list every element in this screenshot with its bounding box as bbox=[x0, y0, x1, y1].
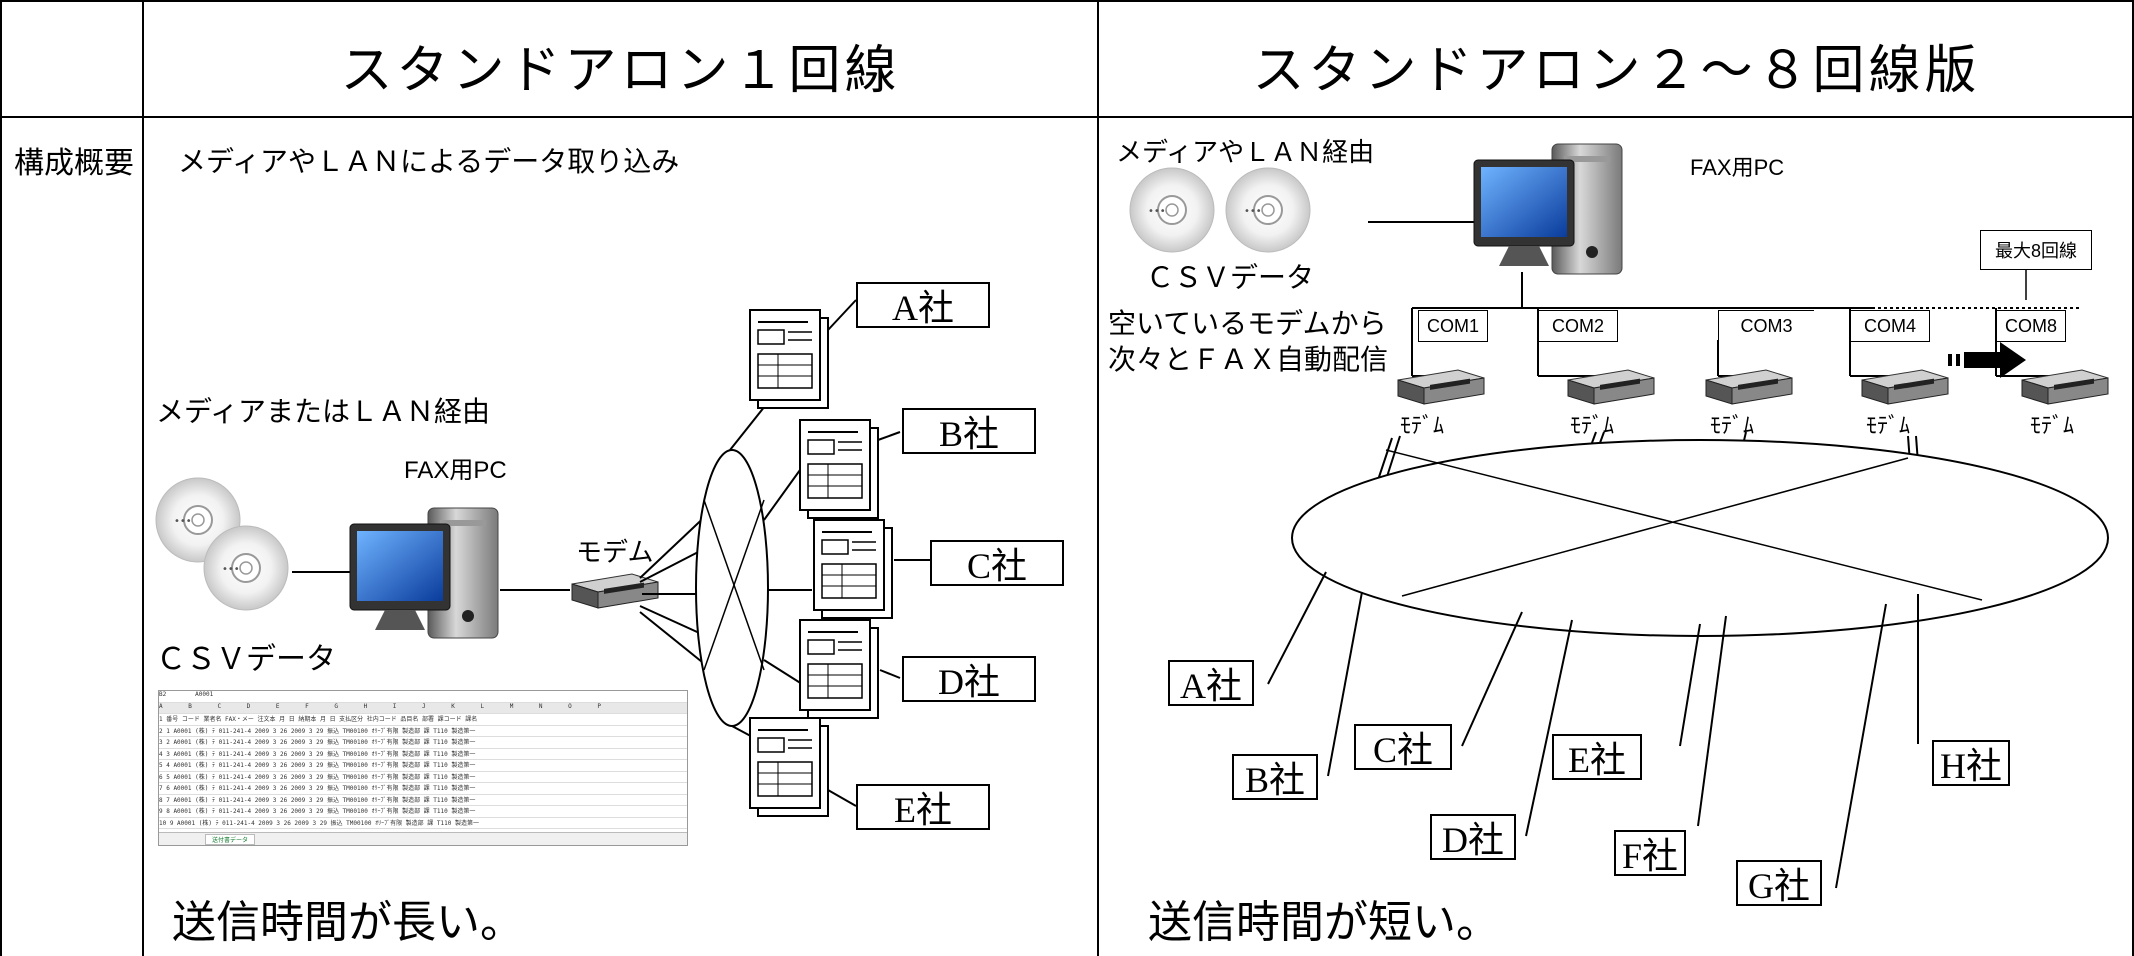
left-pc-label: FAX用PC bbox=[404, 457, 507, 484]
right-pc-label: FAX用PC bbox=[1690, 155, 1785, 180]
right-title: スタンドアロン２～８回線版 bbox=[1252, 41, 1981, 101]
right-note-line2: 次々とＦＡＸ自動配信 bbox=[1108, 343, 1389, 376]
port-com8: COM8 bbox=[1996, 310, 2066, 342]
csv-spreadsheet-thumbnail: B2 A0001 A B C D E F G H I J K L M N O P… bbox=[158, 690, 688, 846]
right-company-f: F社 bbox=[1614, 830, 1686, 876]
left-subtitle: メディアやＬＡＮによるデータ取り込み bbox=[178, 145, 680, 178]
sheet-data-row: 8 7 A0001 (株) ﾃ 011-241-4 2009 3 26 2009… bbox=[159, 795, 687, 806]
left-conclusion: 送信時間が長い。 bbox=[172, 897, 524, 948]
column-divider-1 bbox=[142, 0, 144, 956]
left-company-e: E社 bbox=[856, 784, 990, 830]
row-label: 構成概要 bbox=[14, 146, 134, 181]
right-company-e: E社 bbox=[1552, 734, 1642, 780]
left-media-label: メディアまたはＬＡＮ経由 bbox=[156, 395, 491, 428]
header-divider bbox=[0, 116, 2134, 118]
modem-label-3: ﾓﾃﾞﾑ bbox=[1710, 414, 1755, 439]
sheet-data-row: 5 4 A0001 (株) ﾃ 011-241-4 2009 3 26 2009… bbox=[159, 760, 687, 772]
right-note-line1: 空いているモデムから bbox=[1108, 307, 1387, 340]
port-com4: COM4 bbox=[1850, 310, 1930, 342]
right-company-b: B社 bbox=[1232, 754, 1318, 800]
left-title: スタンドアロン１回線 bbox=[340, 41, 901, 101]
right-company-a: A社 bbox=[1168, 660, 1254, 706]
max-lines-callout: 最大8回線 bbox=[1980, 230, 2092, 270]
right-conclusion: 送信時間が短い。 bbox=[1148, 897, 1500, 948]
left-company-c: C社 bbox=[930, 540, 1064, 586]
left-modem-label: モデム bbox=[576, 538, 654, 568]
port-com2: COM2 bbox=[1538, 310, 1618, 342]
modem-label-5: ﾓﾃﾞﾑ bbox=[2030, 414, 2075, 439]
right-company-g: G社 bbox=[1736, 860, 1822, 906]
column-divider-2 bbox=[1097, 0, 1099, 956]
sheet-tab-bar: 送付書データ bbox=[159, 832, 687, 845]
sheet-data-row: 7 6 A0001 (株) ﾃ 011-241-4 2009 3 26 2009… bbox=[159, 783, 687, 795]
sheet-data-row: 6 5 A0001 (株) ﾃ 011-241-4 2009 3 26 2009… bbox=[159, 772, 687, 783]
sheet-name-box: B2 bbox=[159, 691, 167, 698]
sheet-formula: A0001 bbox=[195, 691, 214, 698]
sheet-column-headers: A B C D E F G H I J K L M N O P bbox=[159, 702, 687, 714]
left-company-d: D社 bbox=[902, 656, 1036, 702]
port-com3: COM3 bbox=[1718, 310, 1814, 342]
right-company-c: C社 bbox=[1354, 724, 1452, 770]
sheet-data-row: 10 9 A0001 (株) ﾃ 011-241-4 2009 3 26 200… bbox=[159, 818, 687, 829]
left-company-a: A社 bbox=[856, 282, 990, 328]
modem-label-4: ﾓﾃﾞﾑ bbox=[1866, 414, 1911, 439]
sheet-data-row: 9 8 A0001 (株) ﾃ 011-241-4 2009 3 26 2009… bbox=[159, 806, 687, 818]
right-csv-label: ＣＳＶデータ bbox=[1146, 261, 1315, 294]
right-media-label: メディアやＬＡＮ経由 bbox=[1116, 138, 1375, 168]
sheet-data-row: 4 3 A0001 (株) ﾃ 011-241-4 2009 3 26 2009… bbox=[159, 749, 687, 760]
right-company-h: H社 bbox=[1932, 740, 2010, 786]
sheet-header-row: 1 番号 コード 業者名 FAX・メー 注文本 月 日 納期本 月 日 支払区分… bbox=[159, 714, 687, 726]
sheet-formula-bar: B2 A0001 bbox=[159, 691, 687, 703]
sheet-data-row: 3 2 A0001 (株) ﾃ 011-241-4 2009 3 26 2009… bbox=[159, 737, 687, 749]
right-company-d: D社 bbox=[1430, 814, 1516, 860]
modem-label-1: ﾓﾃﾞﾑ bbox=[1400, 414, 1445, 439]
sheet-data-row: 2 1 A0001 (株) ﾃ 011-241-4 2009 3 26 2009… bbox=[159, 726, 687, 737]
port-com1: COM1 bbox=[1418, 310, 1488, 342]
left-company-b: B社 bbox=[902, 408, 1036, 454]
sheet-tab[interactable]: 送付書データ bbox=[205, 834, 256, 845]
modem-label-2: ﾓﾃﾞﾑ bbox=[1570, 414, 1615, 439]
left-csv-label: ＣＳＶデータ bbox=[156, 642, 336, 677]
